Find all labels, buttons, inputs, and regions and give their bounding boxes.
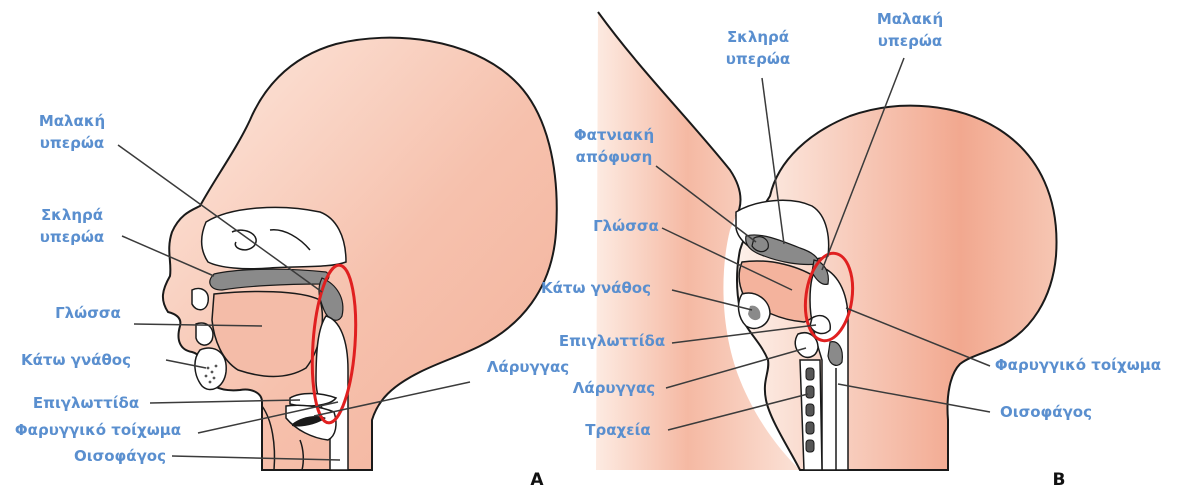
label-b-alveolar-2: απόφυση <box>576 148 653 166</box>
label-b-soft-palate-2: υπερώα <box>878 32 942 50</box>
panel-a: Μαλακή υπερώα Σκληρά υπερώα Γλώσσα Κάτω … <box>15 38 569 490</box>
label-a-lower-jaw: Κάτω γνάθος <box>21 351 131 369</box>
label-a-larynx: Λάρυγγας <box>487 358 569 376</box>
lower-teeth-a <box>196 323 213 345</box>
epiglottis-b <box>810 316 830 334</box>
nasal-cavity-a <box>202 207 346 268</box>
label-b-lower-jaw: Κάτω γνάθος <box>541 279 651 297</box>
label-a-hard-palate-2: υπερώα <box>40 228 104 246</box>
label-b-hard-palate-1: Σκληρά <box>727 28 789 46</box>
label-b-larynx: Λάρυγγας <box>573 379 655 397</box>
alveolar-bone-b <box>752 237 768 252</box>
label-a-soft-palate-1: Μαλακή <box>39 112 105 130</box>
label-a-epiglottis: Επιγλωττίδα <box>33 394 139 412</box>
label-a-hard-palate-1: Σκληρά <box>41 206 103 224</box>
label-b-pharyngeal-wall: Φαρυγγικό τοίχωμα <box>995 356 1161 374</box>
panel-b: Σκληρά υπερώα Μαλακή υπερώα Φατνιακή από… <box>541 10 1161 490</box>
label-b-tongue: Γλώσσα <box>593 217 659 235</box>
jaw-bone-a <box>195 348 226 389</box>
label-a-tongue: Γλώσσα <box>55 304 121 322</box>
label-b-trachea: Τραχεία <box>585 421 650 439</box>
label-a-soft-palate-2: υπερώα <box>40 134 104 152</box>
label-b-esophagus: Οισοφάγος <box>1000 403 1092 421</box>
teeth-a <box>192 289 208 310</box>
panel-letter-b: B <box>1053 470 1066 490</box>
label-b-epiglottis: Επιγλωττίδα <box>559 332 665 350</box>
label-a-pharyngeal-wall: Φαρυγγικό τοίχωμα <box>15 421 181 439</box>
label-b-hard-palate-2: υπερώα <box>726 50 790 68</box>
label-b-soft-palate-1: Μαλακή <box>877 10 943 28</box>
panel-letter-a: A <box>530 470 544 490</box>
label-a-esophagus: Οισοφάγος <box>74 447 166 465</box>
label-b-alveolar-1: Φατνιακή <box>574 126 654 144</box>
